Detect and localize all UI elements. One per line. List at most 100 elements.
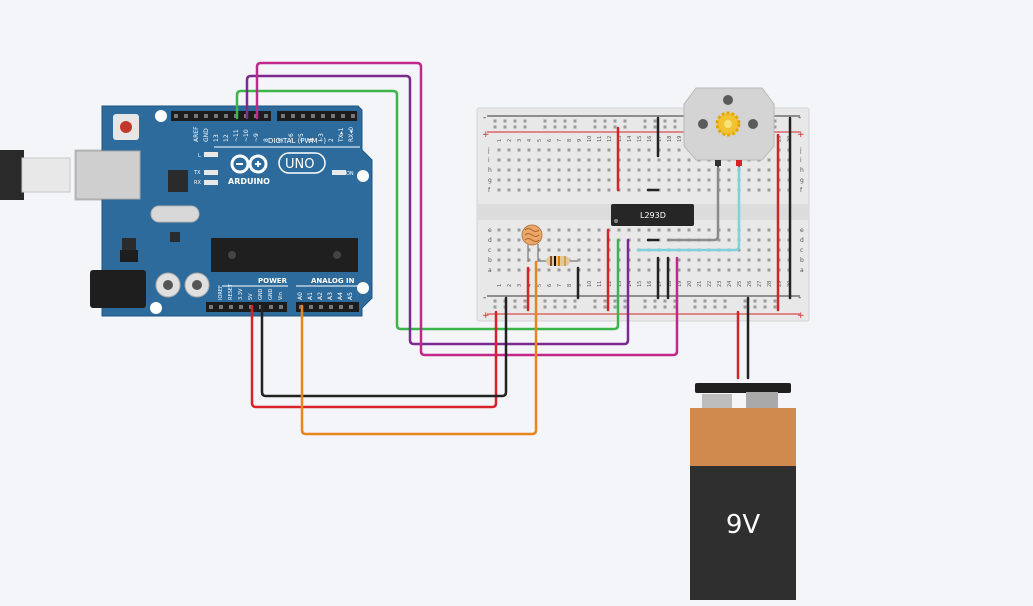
arduino-logo-icon xyxy=(230,154,268,174)
row-letter: j xyxy=(799,147,802,154)
column-number: 11 xyxy=(597,136,603,142)
column-number: 11 xyxy=(597,281,603,287)
column-number: 16 xyxy=(647,136,653,142)
analog-pin-label: A1 xyxy=(307,292,314,300)
column-number: 1 xyxy=(497,139,503,142)
analog-header xyxy=(296,302,359,312)
column-number: 8 xyxy=(567,139,573,142)
row-letter: b xyxy=(800,257,804,264)
row-letter: b xyxy=(488,257,492,264)
row-letter: e xyxy=(800,227,804,234)
power-pin-label: GND xyxy=(268,288,274,300)
column-number: 10 xyxy=(587,281,593,287)
digital-pin-label: ~5 xyxy=(298,133,305,142)
wire-orange-a0 xyxy=(300,260,538,436)
rail-plus-label: + xyxy=(482,311,490,321)
mount-hole xyxy=(155,110,167,122)
column-number: 18 xyxy=(667,281,673,287)
column-number: 15 xyxy=(637,281,643,287)
led-on xyxy=(332,170,346,175)
wire-magenta xyxy=(255,61,679,357)
digital-label: DIGITAL (PWM~) xyxy=(268,137,326,145)
row-letter: f xyxy=(488,187,491,194)
crystal xyxy=(150,205,200,223)
column-number: 9 xyxy=(577,284,583,287)
column-number: 1 xyxy=(497,284,503,287)
row-letter: h xyxy=(488,167,492,174)
battery-label: 9V xyxy=(726,510,761,540)
column-number: 3 xyxy=(517,284,523,287)
column-number: 4 xyxy=(527,284,533,287)
l293d-chip: L293D xyxy=(611,204,694,226)
row-letter: d xyxy=(800,237,804,244)
column-number: 20 xyxy=(687,281,693,287)
chip-label: L293D xyxy=(640,211,666,220)
column-number: 22 xyxy=(707,281,713,287)
led-tx xyxy=(204,170,218,175)
column-number: 12 xyxy=(607,281,613,287)
column-number: 2 xyxy=(507,284,513,287)
analog-pin-label: A2 xyxy=(317,292,324,300)
column-number: 27 xyxy=(757,281,763,287)
column-number: 29 xyxy=(777,136,783,142)
analog-pin-label: A0 xyxy=(297,292,304,300)
digital-pin-label: TX▸1 xyxy=(338,127,345,143)
brand-text: ARDUINO xyxy=(228,177,270,186)
row-letter: e xyxy=(488,227,492,234)
column-number: 7 xyxy=(557,284,563,287)
column-number: 17 xyxy=(657,136,663,142)
led-rx-label: RX xyxy=(194,180,201,186)
column-number: 23 xyxy=(717,281,723,287)
rail-plus-label: + xyxy=(797,130,805,140)
bottom-header-holes xyxy=(209,305,353,309)
dc-motor xyxy=(683,87,775,168)
led-l xyxy=(204,152,218,157)
digital-pin-label: RX◂0 xyxy=(348,127,355,142)
wire-red-5v xyxy=(250,304,498,409)
arduino-wires xyxy=(235,61,679,436)
wire-green xyxy=(235,89,620,331)
column-number: 25 xyxy=(737,281,743,287)
battery-wires xyxy=(736,296,750,380)
digital-pin-label: ~6 xyxy=(288,133,295,142)
digital-pin-label: ~11 xyxy=(233,129,240,142)
digital-pin-label: ~3 xyxy=(318,133,325,142)
row-letter: c xyxy=(800,247,803,254)
power-pin-label: 5V xyxy=(248,293,254,300)
column-number: 21 xyxy=(697,281,703,287)
digital-pin-label: 12 xyxy=(223,134,230,142)
led-rx xyxy=(204,180,218,185)
row-letter: h xyxy=(800,167,804,174)
digital-pin-label: 8 xyxy=(263,138,270,142)
analog-pin-label: A4 xyxy=(337,292,344,300)
power-jack xyxy=(90,270,146,308)
rail-plus-label: + xyxy=(797,311,805,321)
digital-pin-label: 7 xyxy=(278,138,285,142)
column-number: 19 xyxy=(677,136,683,142)
column-number: 17 xyxy=(657,281,663,287)
row-letter: i xyxy=(800,157,802,164)
battery-9v: 9V xyxy=(690,383,796,600)
digital-header-right xyxy=(277,111,357,121)
photoresistor xyxy=(521,224,543,262)
analog-label: ANALOG IN xyxy=(311,277,355,285)
column-number: 6 xyxy=(547,139,553,142)
rail-minus-label: - xyxy=(798,113,801,123)
column-number: 15 xyxy=(637,136,643,142)
power-header xyxy=(206,302,287,312)
aref-label: AREF xyxy=(193,126,200,142)
column-number: 5 xyxy=(537,139,543,142)
led-tx-label: TX xyxy=(193,170,201,176)
digital-pin-label: 13 xyxy=(213,134,220,142)
rail-minus-label: - xyxy=(483,113,486,123)
model-text: UNO xyxy=(285,157,314,172)
row-letter: a xyxy=(488,267,492,274)
column-number: 29 xyxy=(777,281,783,287)
power-label: POWER xyxy=(258,277,288,285)
row-letter: i xyxy=(488,157,490,164)
row-letter: g xyxy=(800,177,804,184)
column-number: 24 xyxy=(727,281,733,287)
power-pin-label: IOREF xyxy=(218,285,224,300)
